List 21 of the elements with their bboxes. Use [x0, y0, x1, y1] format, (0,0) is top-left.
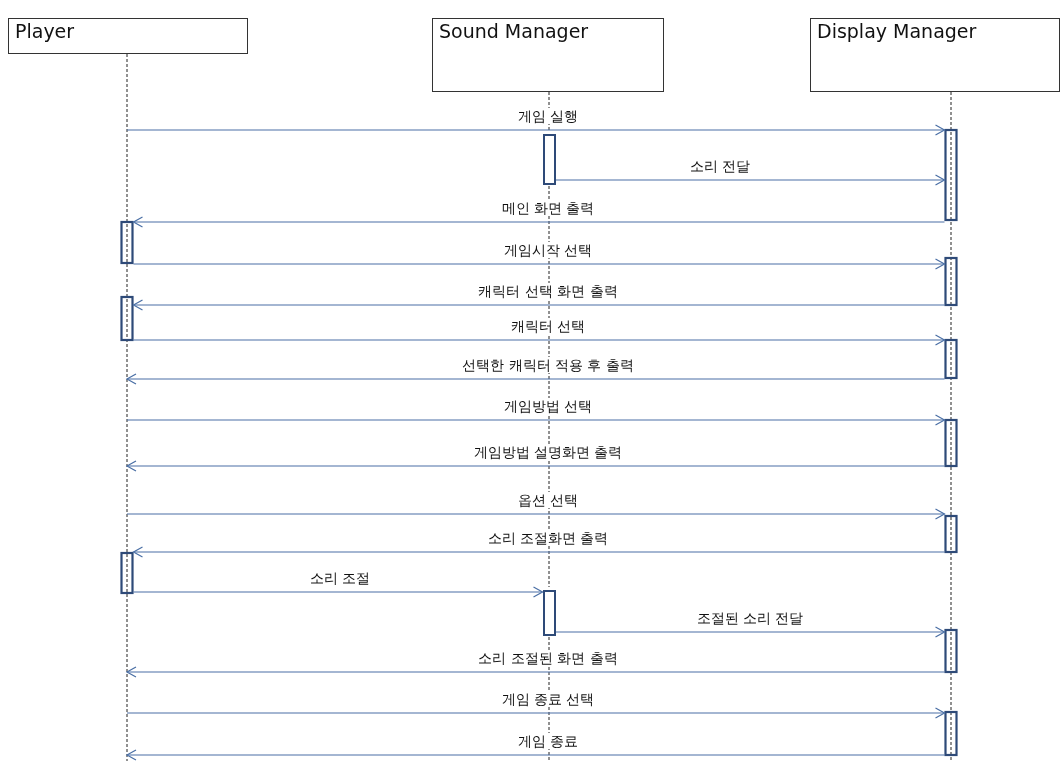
message-arrow: [126, 666, 946, 678]
message-arrow: [126, 707, 946, 719]
message-arrow: [132, 216, 946, 228]
activation-bar: [542, 134, 556, 185]
message-arrow: [132, 299, 946, 311]
activation-bar: [542, 590, 556, 636]
message-arrow: [554, 174, 946, 186]
message-arrow: [132, 586, 544, 598]
participant-box: Display Manager: [810, 18, 1060, 92]
message-arrow: [126, 124, 946, 136]
participant-box: Sound Manager: [432, 18, 664, 92]
message-arrow: [132, 546, 946, 558]
message-arrow: [126, 414, 946, 426]
message-arrow: [126, 373, 946, 385]
message-arrow: [126, 749, 946, 761]
message-arrow: [126, 460, 946, 472]
message-arrow: [132, 334, 946, 346]
message-arrow: [554, 626, 946, 638]
participant-box: Player: [8, 18, 248, 54]
message-arrow: [126, 508, 946, 520]
message-arrow: [132, 258, 946, 270]
